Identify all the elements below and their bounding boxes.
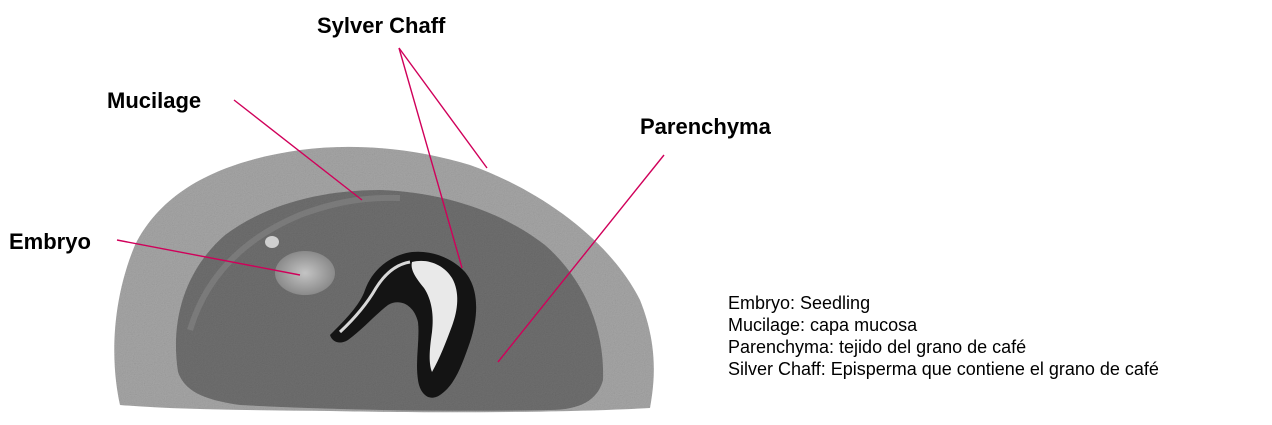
label-embryo: Embryo — [9, 231, 91, 253]
label-parenchyma: Parenchyma — [640, 116, 771, 138]
legend-item-embryo: Embryo: Seedling — [728, 292, 1159, 314]
label-sylver-chaff: Sylver Chaff — [317, 15, 445, 37]
embryo-small-dot — [265, 236, 279, 248]
legend: Embryo: Seedling Mucilage: capa mucosa P… — [728, 292, 1159, 380]
label-mucilage: Mucilage — [107, 90, 201, 112]
leader-line-sylver-chaff-right — [399, 48, 487, 168]
legend-item-mucilage: Mucilage: capa mucosa — [728, 314, 1159, 336]
embryo-spot — [275, 251, 335, 295]
legend-item-parenchyma: Parenchyma: tejido del grano de café — [728, 336, 1159, 358]
legend-item-silver-chaff: Silver Chaff: Episperma que contiene el … — [728, 358, 1159, 380]
